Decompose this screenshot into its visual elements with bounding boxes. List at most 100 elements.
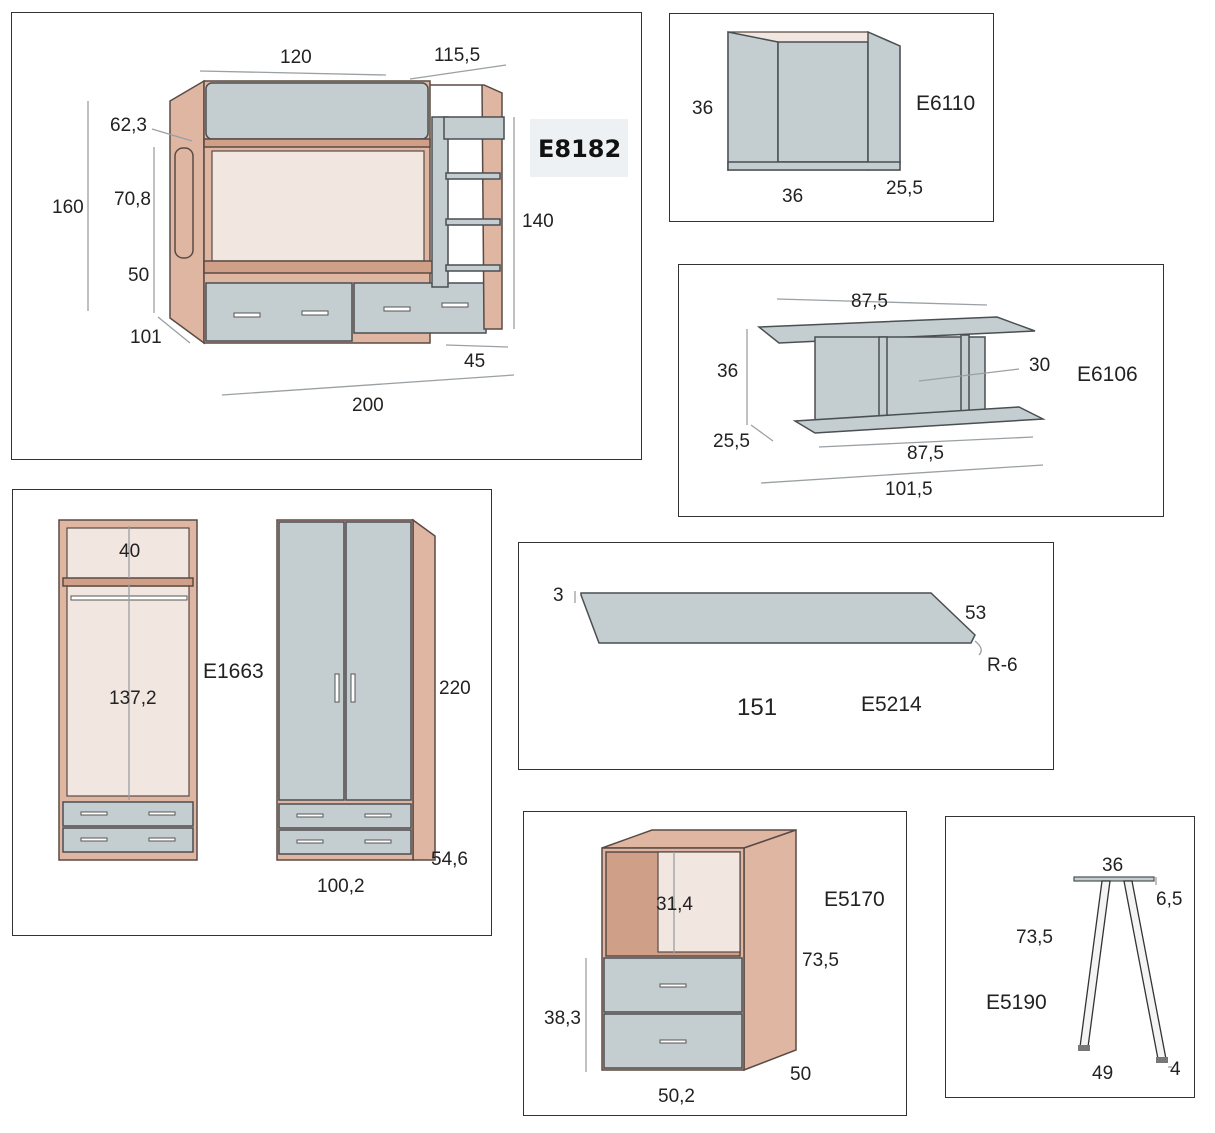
wardrobe-drawer-handle [296, 839, 324, 844]
wardrobe-drawer-handle [80, 811, 108, 816]
shelf-divider [960, 334, 970, 422]
wardrobe-drawer-handle [364, 813, 392, 818]
bunk-drawer-handle [441, 302, 469, 308]
dim-line-120 [199, 70, 387, 76]
dim-label: 101,5 [885, 479, 933, 500]
dim-label: 160 [52, 197, 84, 218]
dim-label: 3 [553, 585, 564, 606]
dim-line-101-5 [760, 464, 1044, 484]
dim-label: 101 [130, 327, 162, 348]
dim-label: 40 [119, 541, 140, 562]
cube-drawing: 36 36 25,5 E6110 [692, 30, 975, 207]
dim-label: 36 [1102, 855, 1123, 876]
cube-bottom [727, 161, 901, 171]
bunk-ladder-step [445, 218, 501, 226]
dim-label: 73,5 [802, 950, 839, 971]
shelf-divider [878, 336, 888, 422]
wardrobe-drawer-handle [364, 839, 392, 844]
dim-label: 120 [280, 47, 312, 68]
bunk-lower-base [203, 260, 443, 274]
dim-label: 25,5 [713, 431, 750, 452]
desk-code: E5214 [861, 693, 922, 716]
desk-panel: 3 53 R-6 151 E5214 [518, 542, 1054, 770]
shelf-drawing: 87,5 36 30 25,5 87,5 101,5 E6106 [713, 291, 1138, 500]
chest-drawer-handle [659, 983, 687, 988]
wardrobe-shelf [62, 577, 194, 587]
dim-label: 220 [439, 678, 471, 699]
wardrobe-door-handle [334, 673, 340, 703]
dim-label: 87,5 [907, 443, 944, 464]
dim-label: 38,3 [544, 1008, 581, 1029]
chest-shelf-back [657, 851, 741, 953]
bunk-lower-opening [211, 150, 425, 262]
chest-side [743, 828, 797, 1072]
wardrobe-hanging-space [66, 585, 190, 797]
bunk-code: E8182 [538, 135, 621, 163]
dim-label: 115,5 [434, 45, 480, 66]
bunk-bed-drawing: 120 115,5 62,3 160 70,8 50 101 140 45 20… [52, 45, 554, 416]
dim-label: 73,5 [1016, 927, 1053, 948]
dim-line-87-5-top [776, 298, 988, 306]
legs-foot [1156, 1057, 1168, 1063]
wardrobe-code: E1663 [203, 660, 264, 683]
bunk-ladder-step [445, 264, 501, 272]
chest-code: E5170 [824, 888, 885, 911]
dim-label: 53 [965, 603, 986, 624]
dim-label: 36 [782, 186, 803, 207]
dim-label: 50 [128, 265, 149, 286]
legs-foot [1078, 1045, 1090, 1051]
dim-line-45 [445, 344, 509, 348]
dim-line-30 [918, 368, 1020, 382]
desk-drawing: 3 53 R-6 151 E5214 [553, 585, 1018, 721]
legs-panel: 36 6,5 73,5 49 4 E5190 [945, 816, 1195, 1098]
bunk-upper-mattress [205, 82, 429, 140]
bunk-ladder-step [445, 172, 501, 180]
dim-label: 50,2 [658, 1086, 695, 1107]
bunk-drawer-handle [301, 310, 329, 316]
bunk-drawer-handle [383, 306, 411, 312]
wardrobe-top-compartment [66, 527, 190, 581]
bunk-upper-guard [443, 116, 505, 140]
bunk-side-cutout [174, 147, 194, 259]
cube-right-edge [867, 30, 901, 171]
wardrobe-closed-side [412, 518, 436, 861]
cube-left-wall [727, 31, 779, 171]
dim-label: 25,5 [886, 178, 923, 199]
bunk-drawer-left [205, 282, 353, 342]
bunk-drawer-handle [233, 312, 261, 318]
shelf-panel: 87,5 36 30 25,5 87,5 101,5 E6106 [678, 264, 1164, 517]
cube-code: E6110 [916, 92, 975, 115]
dim-line-r6 [974, 640, 982, 656]
bunk-code-badge: E8182 [530, 119, 628, 177]
bunk-bed-panel: 120 115,5 62,3 160 70,8 50 101 140 45 20… [11, 12, 642, 460]
desk-top-surface [580, 592, 976, 644]
dim-label: R-6 [987, 655, 1018, 676]
dim-label: 30 [1029, 355, 1050, 376]
legs-code: E5190 [986, 991, 1047, 1014]
dim-label: 36 [717, 361, 738, 382]
bunk-upper-rail [203, 138, 431, 148]
dim-line-101 [157, 316, 191, 344]
dim-line-115-5 [409, 64, 507, 80]
dim-label: 31,4 [656, 894, 693, 915]
dim-label: 36 [692, 98, 713, 119]
wardrobe-drawer-handle [80, 837, 108, 842]
cube-back-wall [777, 41, 869, 163]
dim-label: 49 [1092, 1063, 1113, 1084]
dim-label: 62,3 [110, 115, 147, 136]
dim-label: 140 [522, 211, 554, 232]
dim-label: 87,5 [851, 291, 888, 312]
chest-drawer-handle [659, 1039, 687, 1044]
dim-line-25-5 [750, 424, 774, 442]
wardrobe-door-left [278, 521, 345, 801]
legs-top-plate [1073, 876, 1155, 882]
dim-label: 4 [1170, 1059, 1181, 1080]
dim-label: 50 [790, 1064, 811, 1085]
wardrobe-drawing: 40 137,2 220 54,6 100,2 E1663 [58, 518, 471, 897]
dim-label: 151 [737, 694, 777, 721]
wardrobe-drawer-handle [296, 813, 324, 818]
legs-left-leg [1079, 880, 1111, 1048]
dim-line-87-5-bottom [818, 436, 1034, 448]
bunk-drawer-right [353, 282, 487, 334]
dim-label: 45 [464, 351, 485, 372]
